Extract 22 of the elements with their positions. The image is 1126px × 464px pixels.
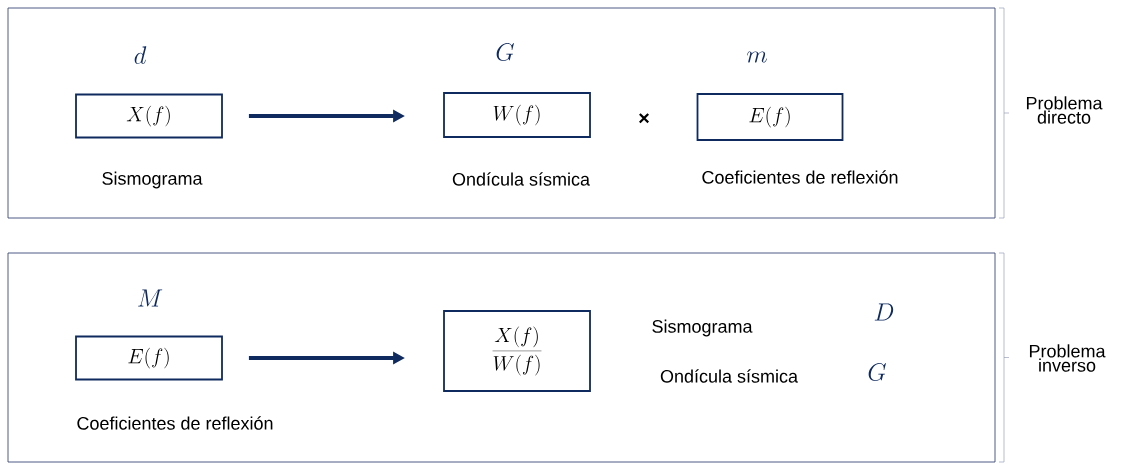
multiply-sign: × <box>639 113 649 124</box>
formula-box: $X(f)$ <box>75 93 223 139</box>
caption: Sismograma <box>652 319 753 337</box>
formula-box: $W(f)$ <box>443 92 591 138</box>
caption: Ondícula sísmica <box>660 369 798 383</box>
math-symbol: $d$ <box>134 46 147 64</box>
node-label: Ondícula sísmica <box>452 172 590 186</box>
math-symbol: $G$ <box>868 363 886 381</box>
formula-box: $E(f)$ <box>75 335 223 381</box>
math-symbol: $M$ <box>138 289 163 307</box>
node-label: Coeficientes de reflexión <box>702 170 898 184</box>
node-label: Coeficientes de reflexión <box>77 416 273 430</box>
formula-box: $\frac{X(f)}{W(f)}$ <box>443 310 591 392</box>
node-label: Problema directo <box>1026 96 1103 124</box>
node-label: Problema inverso <box>1029 344 1106 372</box>
math-symbol: $D$ <box>874 303 894 321</box>
panel-box <box>7 7 996 219</box>
panel-box <box>7 252 996 463</box>
math-symbol: $m$ <box>747 51 767 63</box>
math-symbol: $G$ <box>496 43 514 61</box>
node-label: Sismograma <box>102 171 203 189</box>
formula-box: $E(f)$ <box>696 93 844 141</box>
